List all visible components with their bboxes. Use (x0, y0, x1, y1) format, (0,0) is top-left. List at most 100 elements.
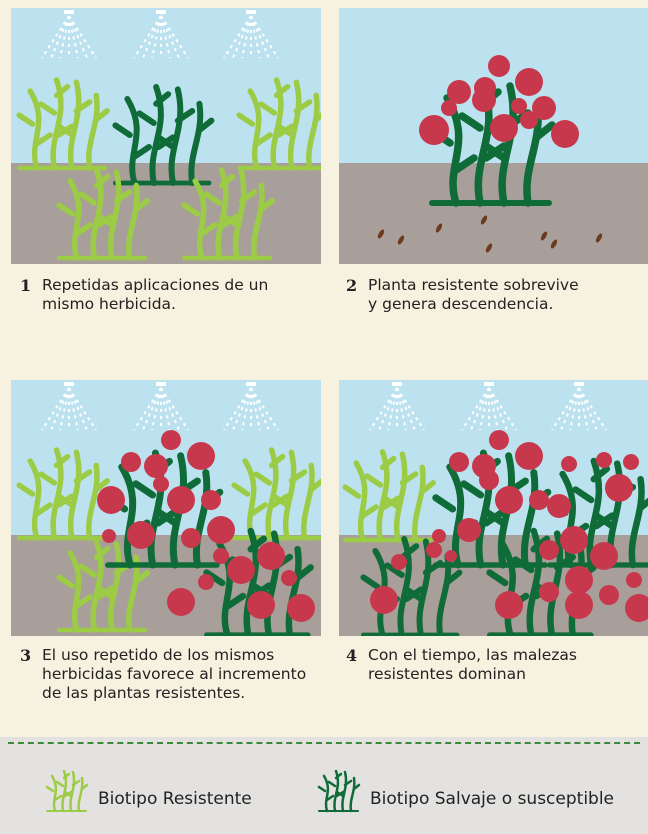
flower-dot (529, 490, 549, 510)
flower-dot (547, 494, 571, 518)
flower-dot (207, 516, 235, 544)
flower-dot (599, 585, 619, 605)
flower-dot (596, 452, 612, 468)
flower-dot (590, 542, 618, 570)
flower-dot (449, 452, 469, 472)
flower-dot (181, 528, 201, 548)
flower-dot (445, 550, 457, 562)
wild-plant-icon (317, 769, 361, 813)
step-number: 1 (20, 276, 32, 295)
flower-dot (227, 556, 255, 584)
flower-dot (167, 588, 195, 616)
flower-dot (490, 114, 518, 142)
flower-dot (479, 470, 499, 490)
flower-dot (495, 591, 523, 619)
resistant-plant (45, 769, 89, 813)
flower-dot (121, 452, 141, 472)
herbicide-spray-icon (133, 10, 189, 59)
legend-wild-label: Biotipo Salvaje o susceptible (370, 789, 615, 809)
flower-dot (447, 80, 471, 104)
resistant-plant (181, 167, 275, 261)
flower-dot (495, 486, 523, 514)
flower-dot (201, 490, 221, 510)
resistant-plant (342, 449, 436, 543)
herbicide-spray-icon (551, 382, 607, 431)
flower-dot (565, 566, 593, 594)
herbicide-spray-icon (41, 10, 97, 59)
step-number: 2 (346, 276, 358, 295)
step-number: 4 (346, 646, 358, 665)
panel-3 (11, 380, 321, 636)
seed (550, 239, 558, 249)
panel-4 (339, 380, 648, 636)
flower-dot (144, 454, 168, 478)
seed (480, 215, 488, 225)
flower-dot (198, 574, 214, 590)
flower-dot (561, 456, 577, 472)
flower-dot (539, 540, 559, 560)
seed (595, 233, 603, 243)
seed (485, 243, 493, 253)
step-text: El uso repetido de los mismos herbicidas… (42, 646, 307, 702)
flower-dot (153, 476, 169, 492)
step-text: Planta resistente sobrevive y genera des… (368, 276, 579, 313)
herbicide-spray-icon (41, 382, 97, 431)
flower-dot (551, 120, 579, 148)
resistant-plant-icon (45, 769, 89, 813)
seed (397, 235, 405, 245)
divider (8, 742, 640, 744)
flower-dot (97, 486, 125, 514)
flower-dot (426, 542, 442, 558)
flower-dot (127, 521, 155, 549)
step-number: 3 (20, 646, 32, 665)
flower-dot (520, 111, 538, 129)
seed (377, 229, 385, 239)
resistant-plant (231, 447, 321, 541)
flower-dot (489, 430, 509, 450)
flower-dot (474, 77, 496, 99)
flower-dot (247, 591, 275, 619)
flower-dot (161, 430, 181, 450)
wild-plant (317, 769, 361, 813)
wild-plant (112, 83, 215, 187)
herbicide-spray-icon (223, 382, 279, 431)
flower-dot (287, 594, 315, 622)
flower-dot (257, 542, 285, 570)
flower-dot (515, 68, 543, 96)
flower-dot (391, 554, 407, 570)
step-text: Repetidas aplicaciones de un mismo herbi… (42, 276, 269, 313)
legend-resistant-label: Biotipo Resistente (98, 789, 252, 809)
flower-dot (515, 442, 543, 470)
flower-dot (213, 548, 229, 564)
step-text: Con el tiempo, las malezas resistentes d… (368, 646, 577, 683)
flower-dot (511, 98, 527, 114)
flower-dot (560, 526, 588, 554)
flower-dot (626, 572, 642, 588)
panel-2 (339, 8, 648, 264)
legend: Biotipo Resistente Biotipo Salvaje o sus… (0, 737, 648, 834)
flower-dot (539, 582, 559, 602)
flower-dot (102, 529, 116, 543)
flower-dot (419, 115, 449, 145)
herbicide-spray-icon (461, 382, 517, 431)
flower-dot (441, 100, 457, 116)
flower-dot (532, 96, 556, 120)
flower-dot (167, 486, 195, 514)
flower-dot (625, 594, 648, 622)
flower-dot (457, 518, 481, 542)
flower-dot (370, 586, 398, 614)
flower-dot (432, 529, 446, 543)
resistant-plant (236, 77, 321, 171)
resistant-plant (16, 447, 110, 541)
wild-plant (203, 527, 314, 636)
seed (540, 231, 548, 241)
flower-dot (623, 454, 639, 470)
panel-1 (11, 8, 321, 264)
herbicide-spray-icon (223, 10, 279, 59)
resistant-plant (56, 167, 150, 261)
herbicide-spray-icon (133, 382, 189, 431)
flower-dot (281, 570, 297, 586)
seed (435, 223, 443, 233)
flower-dot (605, 474, 633, 502)
flower-dot (488, 55, 510, 77)
